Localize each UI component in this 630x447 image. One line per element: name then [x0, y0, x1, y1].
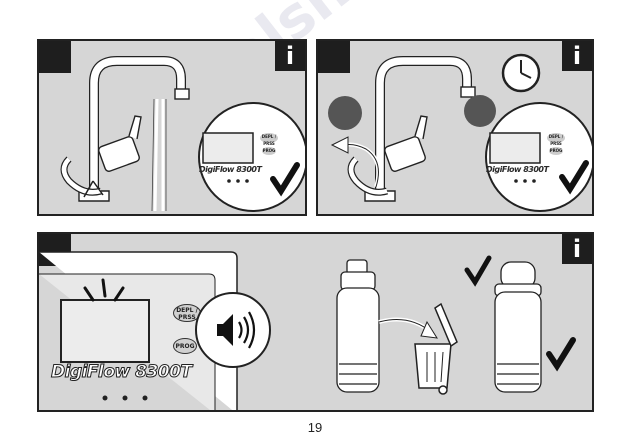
checkmark-icon [270, 162, 300, 197]
info-icon: i [562, 41, 592, 71]
depl-button-label: DEPL / PRSS [261, 134, 277, 146]
panel-step-1: i DEPL / PRSS PROG DigiFlow 8300T [37, 39, 307, 216]
depl-button: DEPL / PRSS [547, 133, 565, 146]
clock-icon [501, 53, 541, 93]
prog-button-label: PROG [175, 343, 195, 350]
info-icon: i [275, 41, 305, 71]
water-stream-icon [151, 98, 167, 212]
depl-button: DEPL / PRSS [260, 133, 278, 146]
trash-bin-icon [414, 302, 458, 395]
step-tab [318, 41, 350, 73]
faucet-icon [60, 56, 190, 202]
prog-button: PROG [173, 338, 197, 354]
brand-label: DigiFlow 8300T [199, 165, 262, 174]
panel-step-2: i DEPL / PRSS PROG DigiFlow [316, 39, 594, 216]
discard-arrow [378, 317, 438, 339]
panel-step-3: i DEPL / PRSS PROG DigiFlow 8300T [37, 232, 594, 412]
prog-button-label: PROG [262, 148, 276, 153]
checkmark-icon [464, 255, 576, 372]
prog-button-label: PROG [549, 148, 563, 153]
prog-button: PROG [549, 147, 563, 155]
step-tab [39, 41, 71, 73]
filter-cartridge-icon [336, 259, 380, 393]
rotate-arrow-icon [328, 96, 381, 188]
depl-button-label: DEPL / PRSS [548, 134, 564, 146]
info-icon: i [562, 234, 592, 264]
depl-button-label: DEPL / PRSS [176, 307, 198, 321]
filter-cartridge-icon [494, 261, 542, 393]
checkmark-icon [559, 160, 589, 195]
faucet-icon [347, 56, 476, 202]
prog-button: PROG [262, 147, 276, 155]
speaker-icon [195, 292, 271, 368]
brand-label: DigiFlow 8300T [51, 362, 193, 383]
page-number: 19 [307, 420, 323, 435]
controller-unit [39, 251, 238, 410]
brand-label: DigiFlow 8300T [486, 165, 549, 174]
